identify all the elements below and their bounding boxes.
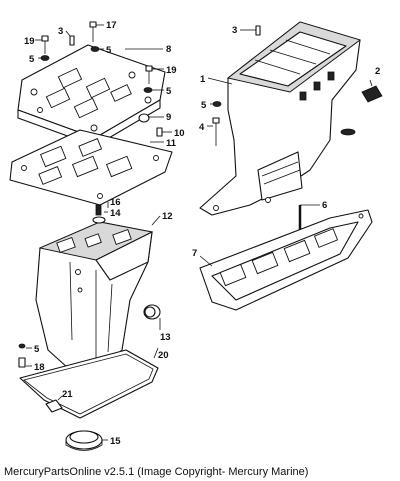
callout-7: 7 bbox=[192, 248, 197, 259]
image-caption: MercuryPartsOnline v2.5.1 (Image Copyrig… bbox=[4, 466, 309, 478]
stud-15-14[interactable] bbox=[92, 204, 106, 224]
callout-13: 13 bbox=[160, 332, 171, 343]
callout-17: 17 bbox=[106, 20, 117, 31]
washer-5-right-side[interactable] bbox=[212, 101, 222, 107]
callout-21: 21 bbox=[62, 389, 73, 400]
callout-11: 11 bbox=[166, 138, 177, 149]
callout-6: 6 bbox=[322, 200, 327, 211]
callout-5-d: 5 bbox=[34, 344, 40, 355]
oil-pan-part[interactable] bbox=[199, 209, 373, 311]
bolt-19-right[interactable] bbox=[145, 65, 153, 84]
callout-3-a: 3 bbox=[58, 26, 63, 37]
seal-20[interactable] bbox=[19, 349, 159, 419]
callout-5-e: 5 bbox=[201, 100, 207, 111]
cover-2[interactable] bbox=[361, 85, 383, 103]
callout-12: 12 bbox=[162, 211, 173, 222]
clip-21[interactable] bbox=[45, 399, 63, 413]
callout-labels: 19 3 5 17 5 8 19 5 9 10 11 16 14 12 13 2… bbox=[24, 20, 380, 447]
callout-5-b: 5 bbox=[106, 45, 112, 56]
gasket-part[interactable] bbox=[9, 129, 173, 206]
exhaust-housing-part[interactable] bbox=[199, 21, 361, 216]
washer-5-right[interactable] bbox=[143, 87, 153, 93]
adapter-plate-part[interactable] bbox=[17, 44, 166, 147]
plug-9[interactable] bbox=[138, 113, 150, 123]
callout-15: 16 bbox=[110, 197, 121, 208]
callout-4: 4 bbox=[199, 122, 205, 133]
bolt-5-18-lower[interactable] bbox=[18, 343, 26, 368]
callout-5-a: 5 bbox=[29, 54, 35, 65]
bolt-19-left[interactable] bbox=[41, 35, 49, 54]
callout-8: 8 bbox=[166, 44, 171, 55]
washer-5-left[interactable] bbox=[40, 55, 50, 61]
leader-lines bbox=[26, 24, 373, 441]
callout-16: 15 bbox=[110, 436, 121, 447]
driveshaft-housing-part[interactable] bbox=[35, 221, 154, 393]
callout-19-b: 19 bbox=[166, 65, 177, 76]
seal-ring-16[interactable] bbox=[65, 430, 103, 451]
callout-1: 1 bbox=[200, 74, 206, 85]
callout-5-c: 5 bbox=[166, 86, 172, 97]
callout-2: 2 bbox=[375, 66, 380, 77]
stud-3-left[interactable] bbox=[69, 35, 75, 46]
callout-10: 10 bbox=[174, 128, 185, 139]
pin-10[interactable] bbox=[156, 127, 163, 137]
callout-18: 18 bbox=[34, 362, 45, 373]
washer-5-upper[interactable] bbox=[90, 46, 100, 52]
stud-3-right[interactable] bbox=[255, 25, 261, 36]
bolt-4[interactable] bbox=[212, 117, 220, 146]
callout-14: 14 bbox=[110, 208, 121, 219]
callout-20: 20 bbox=[158, 350, 169, 361]
callout-3-b: 3 bbox=[232, 25, 237, 36]
bolt-17[interactable] bbox=[89, 21, 97, 42]
plug-13[interactable] bbox=[143, 304, 161, 320]
callout-19-a: 19 bbox=[24, 36, 35, 47]
callout-9: 9 bbox=[166, 112, 171, 123]
